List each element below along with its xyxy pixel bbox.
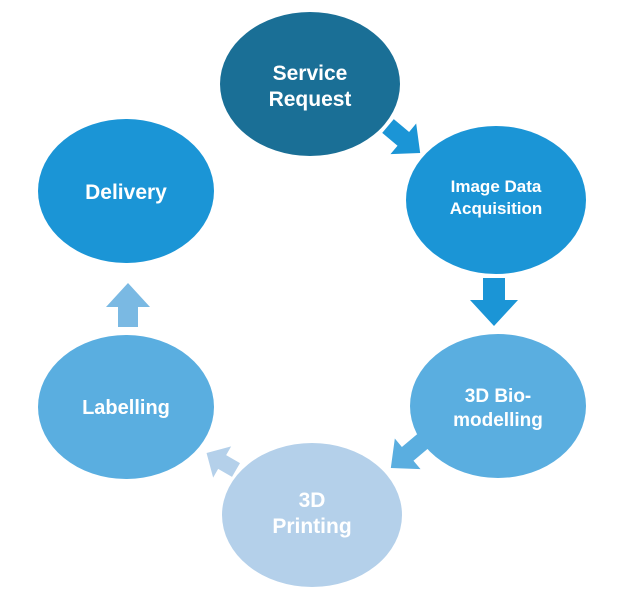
arrow-labelling-to-delivery (106, 283, 150, 327)
node-label-line: Service (273, 62, 348, 85)
node-label-line: Printing (272, 515, 351, 538)
node-label-line: Labelling (82, 397, 170, 419)
node-label-line: 3D (299, 489, 326, 512)
arrow-shape (390, 434, 429, 470)
node-label-line: Acquisition (450, 199, 543, 218)
node-ellipse (38, 335, 214, 479)
node-label-line: modelling (453, 410, 543, 431)
node-label-line: 3D Bio- (465, 386, 532, 407)
node-ellipse (222, 443, 402, 587)
arrow-shape (106, 283, 150, 327)
arrow-3d-printing-to-labelling (206, 446, 240, 478)
node-service-request: Service Request (220, 12, 400, 156)
arrow-shape (470, 278, 518, 326)
node-delivery: Delivery (38, 119, 214, 263)
node-3d-bio-modelling: 3D Bio- modelling (410, 334, 586, 478)
arrow-shape (382, 119, 421, 155)
node-label-line: Request (269, 88, 352, 111)
node-label-line: Image Data (451, 177, 542, 196)
arrow-image-data-acquisition-to-3d-bio-modelling (470, 278, 518, 326)
arrow-3d-bio-modelling-to-3d-printing (390, 434, 429, 470)
node-ellipse (406, 126, 586, 274)
node-image-data-acquisition: Image Data Acquisition (406, 126, 586, 274)
node-label-line: Delivery (85, 181, 167, 204)
node-ellipse (220, 12, 400, 156)
node-labelling: Labelling (38, 335, 214, 479)
node-ellipse (38, 119, 214, 263)
arrow-service-request-to-image-data-acquisition (382, 119, 421, 155)
node-3d-printing: 3D Printing (222, 443, 402, 587)
node-ellipse (410, 334, 586, 478)
arrow-shape (206, 446, 240, 478)
